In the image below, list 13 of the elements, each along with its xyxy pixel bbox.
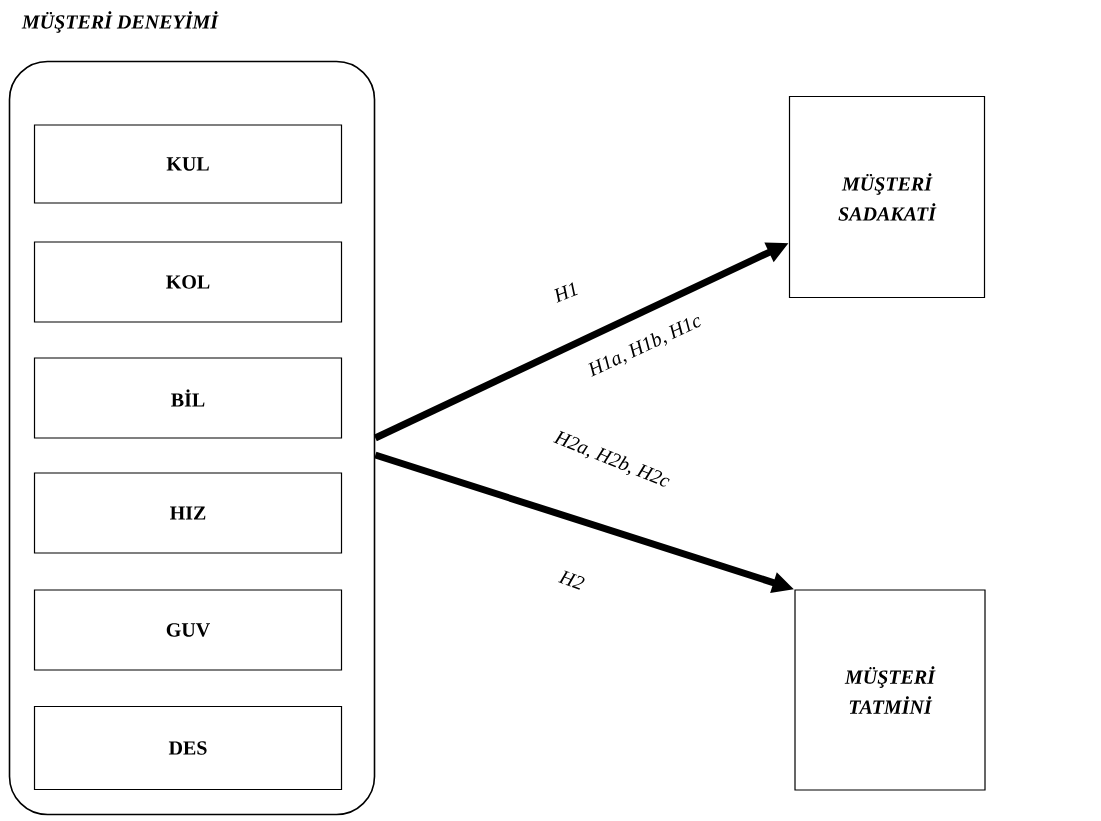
hypothesis-label: H1a, H1b, H1c <box>588 317 701 377</box>
construct-box: MÜŞTERİ SADAKATİ <box>788 95 986 299</box>
variable-box: DES <box>33 705 343 791</box>
variable-box: HIZ <box>33 472 343 554</box>
variable-box: KUL <box>33 124 343 204</box>
variable-box: KOL <box>33 241 343 323</box>
edge-label: H2 <box>558 570 585 590</box>
variable-box: BİL <box>33 357 343 439</box>
construct-box: MÜŞTERİ TATMİNİ <box>794 589 986 791</box>
edge-label: H1 <box>554 282 578 303</box>
hypothesis-label: H2a, H2b, H2c <box>553 430 670 487</box>
group-title: MÜŞTERİ DENEYİMİ <box>21 11 219 33</box>
variable-box: GUV <box>33 589 343 671</box>
